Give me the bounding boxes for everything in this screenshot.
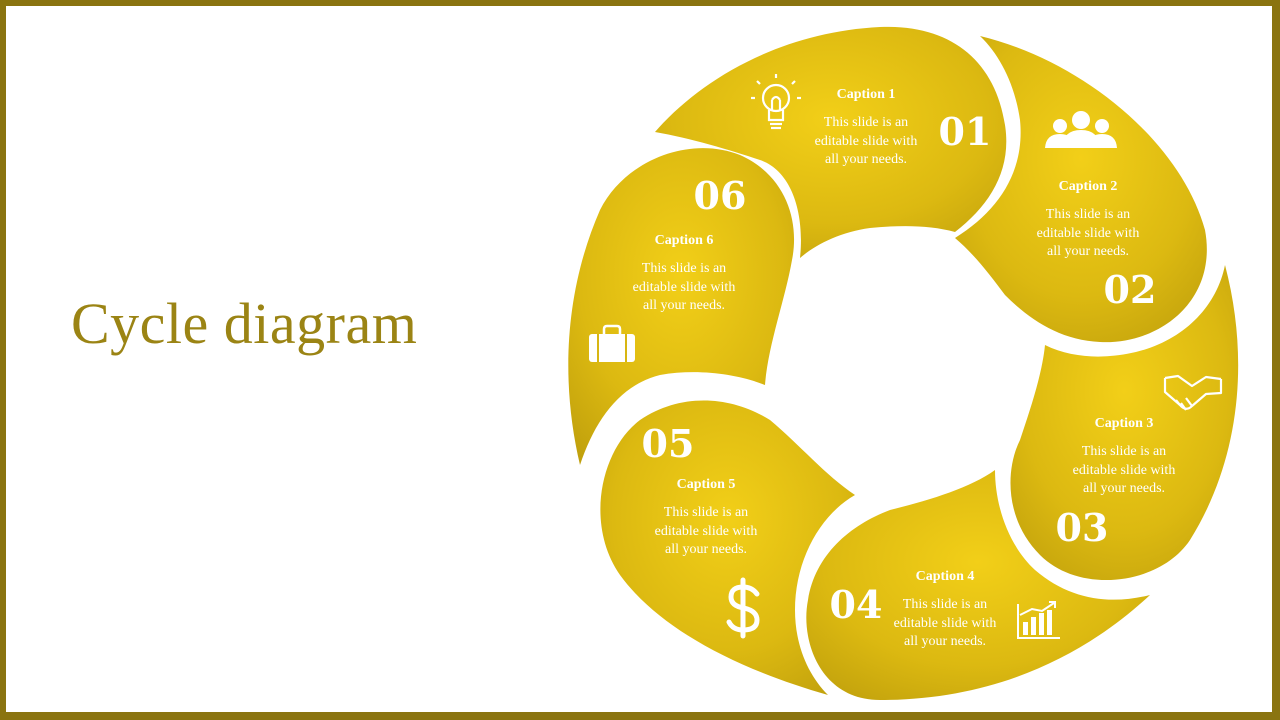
caption-4-line-1: This slide is an xyxy=(903,597,987,612)
cycle-segment-6 xyxy=(568,148,795,466)
caption-3-line-2: editable slide with xyxy=(1073,463,1176,478)
cycle-segment-2 xyxy=(955,36,1207,343)
caption-2-line-3: all your needs. xyxy=(1047,244,1129,259)
handshake-icon xyxy=(1163,374,1223,411)
caption-5-line-1: This slide is an xyxy=(664,505,748,520)
caption-6-title: Caption 6 xyxy=(655,233,714,248)
cycle-segment-1 xyxy=(655,26,1007,258)
cycle-diagram: Caption 1 This slide is an editable slid… xyxy=(568,26,1239,700)
caption-5-line-3: all your needs. xyxy=(665,542,747,557)
people-group-icon xyxy=(1045,111,1117,148)
step-number-3: 03 xyxy=(1056,505,1109,550)
slide-title: Cycle diagram xyxy=(71,291,418,356)
lightbulb-icon xyxy=(751,74,801,130)
caption-2-line-2: editable slide with xyxy=(1037,226,1140,241)
cycle-segment-3 xyxy=(1010,265,1239,581)
step-number-6: 06 xyxy=(694,173,747,218)
caption-4-line-3: all your needs. xyxy=(904,634,986,649)
caption-4-line-2: editable slide with xyxy=(894,616,997,631)
bar-chart-icon xyxy=(1017,601,1060,639)
caption-3-line-1: This slide is an xyxy=(1082,444,1166,459)
cycle-segment-5 xyxy=(600,400,855,695)
caption-2-title: Caption 2 xyxy=(1059,179,1118,194)
caption-3-title: Caption 3 xyxy=(1095,416,1154,431)
dollar-icon xyxy=(726,577,760,639)
caption-1-line-3: all your needs. xyxy=(825,152,907,167)
caption-3-line-3: all your needs. xyxy=(1083,481,1165,496)
caption-1-line-2: editable slide with xyxy=(815,134,918,149)
caption-6-line-1: This slide is an xyxy=(642,261,726,276)
briefcase-icon xyxy=(589,324,635,362)
caption-2-line-1: This slide is an xyxy=(1046,207,1130,222)
caption-5-line-2: editable slide with xyxy=(655,524,758,539)
step-number-4: 04 xyxy=(830,582,883,627)
caption-4-title: Caption 4 xyxy=(916,569,975,584)
caption-6-line-3: all your needs. xyxy=(643,298,725,313)
slide: Cycle diagram xyxy=(6,6,1272,712)
cycle-segment-4 xyxy=(806,470,1150,700)
caption-6-line-2: editable slide with xyxy=(633,280,736,295)
step-number-1: 01 xyxy=(939,109,992,154)
step-number-5: 05 xyxy=(642,421,695,466)
caption-1-line-1: This slide is an xyxy=(824,115,908,130)
caption-5-title: Caption 5 xyxy=(677,477,736,492)
caption-1-title: Caption 1 xyxy=(837,87,896,102)
step-number-2: 02 xyxy=(1104,267,1157,312)
